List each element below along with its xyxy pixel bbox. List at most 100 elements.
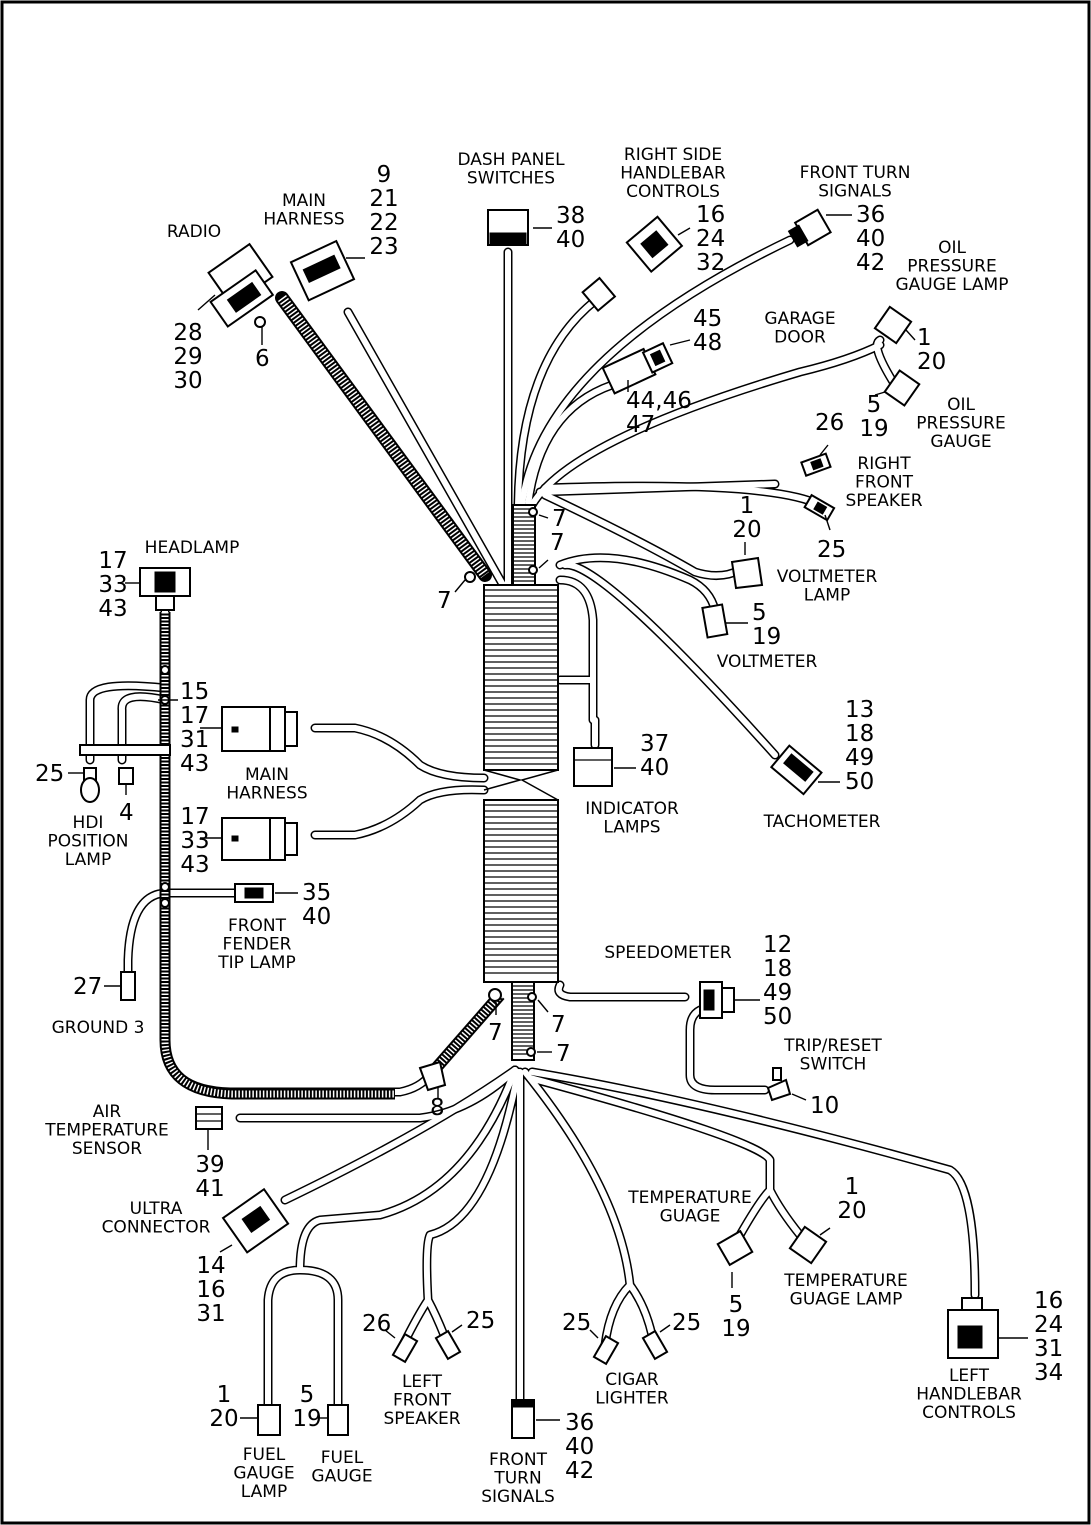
callout-left-front-speaker-a: 26 [362,1311,391,1337]
callout-hdi-position-lamp: 25 [35,761,64,787]
fuel-gauge-lamp-socket[interactable] [257,1404,281,1436]
oil-pressure-gauge-lamp-socket[interactable] [873,305,913,345]
right-front-speaker-terminal-b[interactable] [803,493,836,522]
front-fender-tip-lamp-connector[interactable] [234,883,274,903]
cable-clips [79,507,538,1057]
radio-screw [254,316,266,328]
label-ground-3: GROUND 3 [52,1018,145,1038]
callout-cigar-lighter-a: 25 [562,1310,591,1336]
dash-panel-switches-connector[interactable] [487,209,529,246]
garage-door-connector[interactable] [601,341,674,395]
main-harness-top-connector[interactable] [289,239,356,302]
callout-cigar-lighter-b: 25 [672,1310,701,1336]
left-handlebar-controls-connector[interactable] [947,1297,999,1359]
label-tachometer: TACHOMETER [763,812,881,832]
grommet-loom [425,991,505,1079]
hdi-position-lamp-bulb[interactable] [80,767,100,803]
hdi-part-4 [118,767,134,785]
indicator-lamps-connector[interactable] [573,747,613,787]
right-front-speaker-terminal-a[interactable] [800,452,832,477]
callout-clip-upper-right-1: 7 [552,506,567,532]
callout-trip-reset-switch: 10 [810,1093,839,1119]
main-harness-trunk [483,504,559,1061]
label-speedometer: SPEEDOMETER [604,943,732,963]
radio-conduit [275,291,492,582]
radio-connector[interactable] [196,242,281,328]
tachometer-connector[interactable] [769,744,823,796]
cigar-lighter-terminal-a[interactable] [592,1334,620,1366]
callout-grommet: 8 [430,1095,445,1121]
main-harness-connector-upper[interactable] [221,706,298,752]
callout-clip-lower-right-1: 7 [551,1012,566,1038]
cigar-lighter-terminal-b[interactable] [641,1329,669,1361]
callout-right-front-speaker-top: 26 [815,410,844,436]
voltmeter-lamp-socket[interactable] [730,556,764,590]
oil-pressure-gauge-connector[interactable] [883,369,921,407]
temperature-guage-lamp-socket[interactable] [788,1225,828,1265]
callout-ground-3: 27 [73,974,102,1000]
fuel-gauge-connector[interactable] [327,1404,349,1436]
trip-reset-switch[interactable] [766,1067,792,1102]
headlamp-connector[interactable] [139,567,191,611]
front-turn-signals-connector-bottom[interactable] [511,1399,535,1439]
air-temperature-sensor-connector[interactable] [195,1106,223,1130]
callout-left-front-speaker-b: 25 [466,1308,495,1334]
leader-lines [68,214,1028,1421]
callout-hdi-part-4: 4 [119,800,134,826]
callout-clip-lower-left: 7 [488,1020,503,1046]
main-harness-connector-lower[interactable] [221,817,298,861]
ground-3-terminal[interactable] [120,971,136,1001]
callout-radio-screw: 6 [255,346,270,372]
front-turn-signals-connector-top[interactable] [786,208,832,251]
left-front-speaker-terminal-a[interactable] [391,1332,419,1364]
label-radio: RADIO [167,222,221,242]
callout-clip-lower-right-2: 7 [556,1041,571,1067]
callout-clip-upper-right-2: 7 [550,530,565,556]
right-side-handlebar-controls-connector[interactable] [625,215,684,274]
temperature-guage-connector[interactable] [716,1229,754,1267]
headlamp-loom [159,612,395,1100]
callout-right-front-speaker-bottom: 25 [817,537,846,563]
ultra-connector[interactable] [221,1187,290,1254]
right-side-handlebar-inline-connector [581,276,617,313]
left-front-speaker-terminal-b[interactable] [434,1329,462,1361]
voltmeter-connector[interactable] [701,603,729,639]
speedometer-connector[interactable] [699,981,735,1019]
